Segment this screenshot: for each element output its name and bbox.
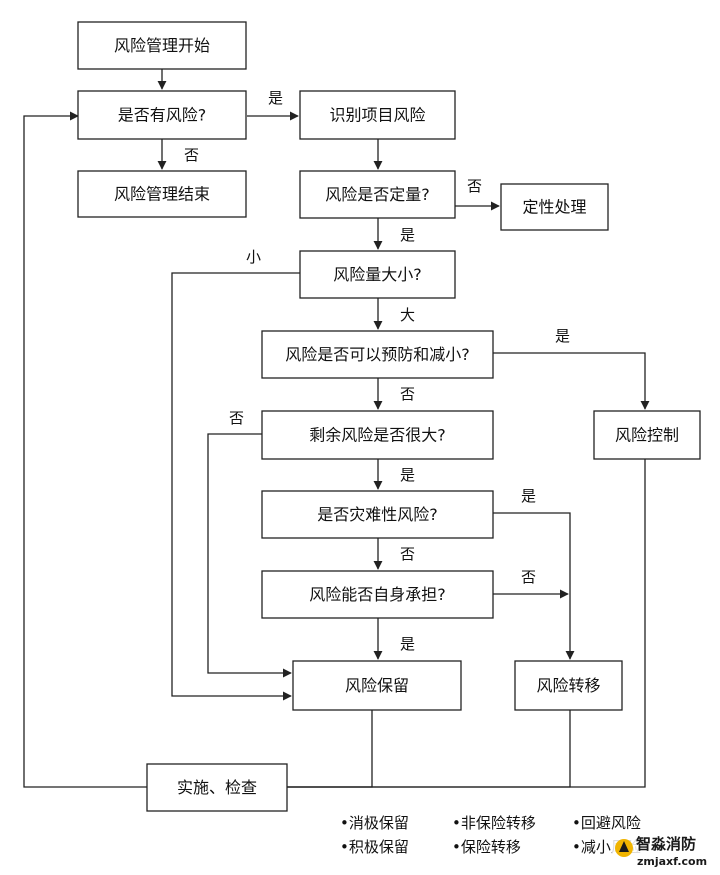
node-retain-label: 风险保留 <box>345 676 409 695</box>
watermark: 智淼消防 zmjaxf.com <box>612 829 716 871</box>
edge-control-down <box>287 459 646 788</box>
node-identify: 识别项目风险 <box>299 90 456 140</box>
node-size-label: 风险量大小? <box>333 265 422 284</box>
legend: •消极保留 •积极保留 •非保险转移 •保险转移 •回避风险 •减小风险 <box>340 814 641 856</box>
node-self-bear: 风险能否自身承担? <box>261 570 494 619</box>
node-start: 风险管理开始 <box>77 21 247 70</box>
node-residual: 剩余风险是否很大? <box>261 410 494 460</box>
node-qualitative-label: 定性处理 <box>522 198 586 217</box>
edge-label-yes-transfer: 是 <box>521 487 536 505</box>
node-transfer-label: 风险转移 <box>536 676 600 695</box>
legend-item: •保险转移 <box>452 838 521 856</box>
edge-label-yes-retain: 是 <box>400 635 415 653</box>
node-transfer: 风险转移 <box>514 660 623 711</box>
node-qualitative: 定性处理 <box>500 183 609 231</box>
watermark-name: 智淼消防 <box>636 835 696 853</box>
node-identify-label: 识别项目风险 <box>329 106 425 125</box>
node-catastrophic-label: 是否灾难性风险? <box>317 505 438 524</box>
edge-label-no-residual: 否 <box>400 385 415 403</box>
node-quantified: 风险是否定量? <box>299 170 456 219</box>
connectors <box>23 69 650 788</box>
edge-label-no-retain: 否 <box>229 409 244 427</box>
node-end: 风险管理结束 <box>77 170 247 218</box>
node-has-risk-label: 是否有风险? <box>118 106 207 125</box>
edge-label-large: 大 <box>400 306 415 324</box>
edge-preventable-control <box>493 352 650 410</box>
edge-label-yes-size: 是 <box>400 226 415 244</box>
node-control: 风险控制 <box>593 410 701 460</box>
node-control-label: 风险控制 <box>615 426 679 445</box>
node-quantified-label: 风险是否定量? <box>325 185 430 204</box>
edge-label-no-transfer: 否 <box>521 568 536 586</box>
legend-item: •回避风险 <box>572 814 641 832</box>
watermark-logo-icon <box>615 839 633 857</box>
edge-labels: 是 否 否 是 小 大 是 否 否 是 是 否 否 是 <box>184 89 570 653</box>
node-retain: 风险保留 <box>292 660 462 711</box>
node-implement: 实施、检查 <box>146 763 288 812</box>
legend-item: •积极保留 <box>340 838 409 856</box>
node-residual-label: 剩余风险是否很大? <box>309 426 446 445</box>
edge-label-yes-catastrophic: 是 <box>400 466 415 484</box>
watermark-site: zmjaxf.com <box>637 855 707 868</box>
edge-label-yes-identify: 是 <box>268 89 283 107</box>
node-catastrophic: 是否灾难性风险? <box>261 490 494 539</box>
node-size: 风险量大小? <box>299 250 456 299</box>
node-preventable-label: 风险是否可以预防和减小? <box>285 345 470 364</box>
node-implement-label: 实施、检查 <box>177 778 257 797</box>
edge-residual-no-retain <box>207 433 292 678</box>
edge-catastrophic-transfer <box>493 512 575 660</box>
edge-label-no-self-bear: 否 <box>400 545 415 563</box>
legend-item: •消极保留 <box>340 814 409 832</box>
edge-label-no-end: 否 <box>184 146 199 164</box>
legend-item: •非保险转移 <box>452 814 536 832</box>
edge-transfer-down <box>287 710 571 788</box>
node-end-label: 风险管理结束 <box>114 185 210 204</box>
node-preventable: 风险是否可以预防和减小? <box>261 330 494 379</box>
edge-label-small: 小 <box>246 248 261 266</box>
edge-size-small-retain <box>171 272 300 701</box>
node-has-risk: 是否有风险? <box>77 90 247 140</box>
edge-label-no-qualitative: 否 <box>467 177 482 195</box>
edge-label-yes-control: 是 <box>555 327 570 345</box>
edge-implement-loop <box>23 111 147 788</box>
node-self-bear-label: 风险能否自身承担? <box>309 585 446 604</box>
edge-retain-down <box>287 710 373 788</box>
node-start-label: 风险管理开始 <box>114 36 210 55</box>
